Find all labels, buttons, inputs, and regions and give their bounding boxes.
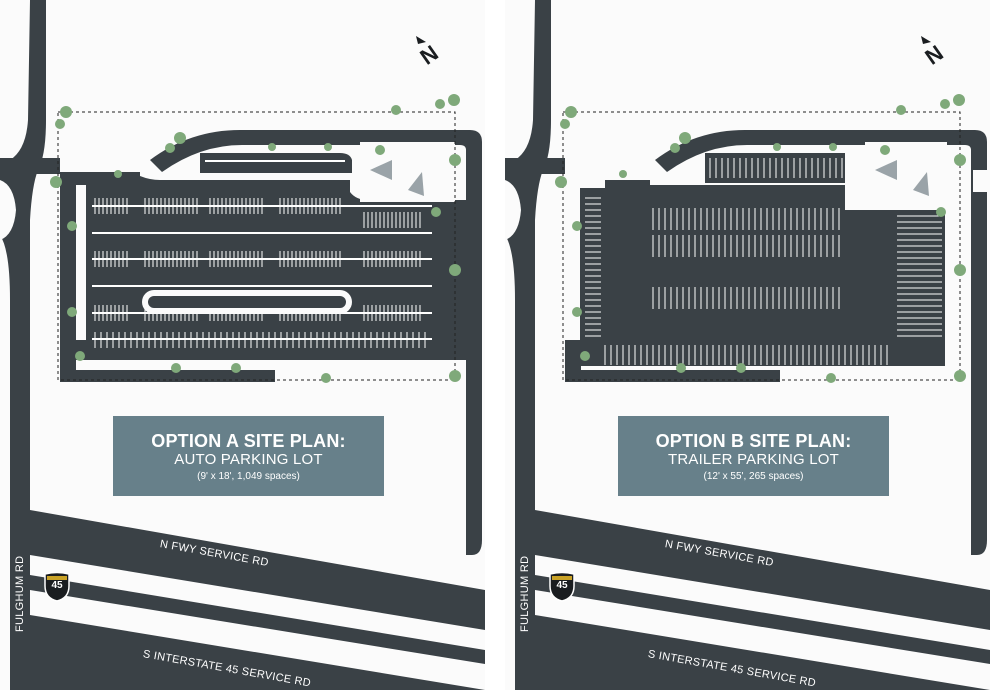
n-fwy-service-road xyxy=(30,510,485,630)
option-subtitle: AUTO PARKING LOT xyxy=(174,451,323,468)
north-arrow-icon: N xyxy=(415,36,443,68)
road-label-west: FULGHUM RD xyxy=(519,555,531,632)
panel-divider xyxy=(485,0,505,690)
s-interstate-45-service-road xyxy=(535,615,990,690)
svg-text:N: N xyxy=(415,40,442,68)
site-plan-option-a: OPTION A SITE PLAN: AUTO PARKING LOT (9'… xyxy=(0,0,485,690)
trees xyxy=(50,94,461,383)
trees xyxy=(555,94,966,383)
entry-road xyxy=(505,158,565,174)
map-option-a xyxy=(0,0,485,690)
building-pad xyxy=(865,142,947,210)
n-fwy-service-road xyxy=(535,510,990,630)
option-label-box: OPTION A SITE PLAN: AUTO PARKING LOT (9'… xyxy=(113,416,384,496)
option-title: OPTION A SITE PLAN: xyxy=(151,431,346,451)
s-interstate-45-service-road xyxy=(30,615,485,690)
svg-text:N: N xyxy=(920,40,947,68)
option-title: OPTION B SITE PLAN: xyxy=(655,431,852,451)
site-plan-option-b: OPTION B SITE PLAN: TRAILER PARKING LOT … xyxy=(505,0,990,690)
map-option-b xyxy=(505,0,990,690)
interstate-shield-number: 45 xyxy=(556,580,568,591)
stall-lines xyxy=(94,198,426,348)
interstate-shield-icon xyxy=(44,572,70,602)
property-line xyxy=(562,111,961,381)
property-line xyxy=(57,111,456,381)
interstate-shield-icon xyxy=(549,572,575,602)
road-label-west: FULGHUM RD xyxy=(14,555,26,632)
option-label-box: OPTION B SITE PLAN: TRAILER PARKING LOT … xyxy=(618,416,889,496)
option-note: (12' x 55', 265 spaces) xyxy=(703,471,804,482)
building-pad xyxy=(360,142,455,202)
option-note: (9' x 18', 1,049 spaces) xyxy=(197,471,300,482)
north-arrow-icon: N xyxy=(920,36,948,68)
interstate-shield-number: 45 xyxy=(51,580,63,591)
trailer-stalls xyxy=(585,158,942,365)
entry-road xyxy=(0,158,60,174)
option-subtitle: TRAILER PARKING LOT xyxy=(667,451,840,468)
